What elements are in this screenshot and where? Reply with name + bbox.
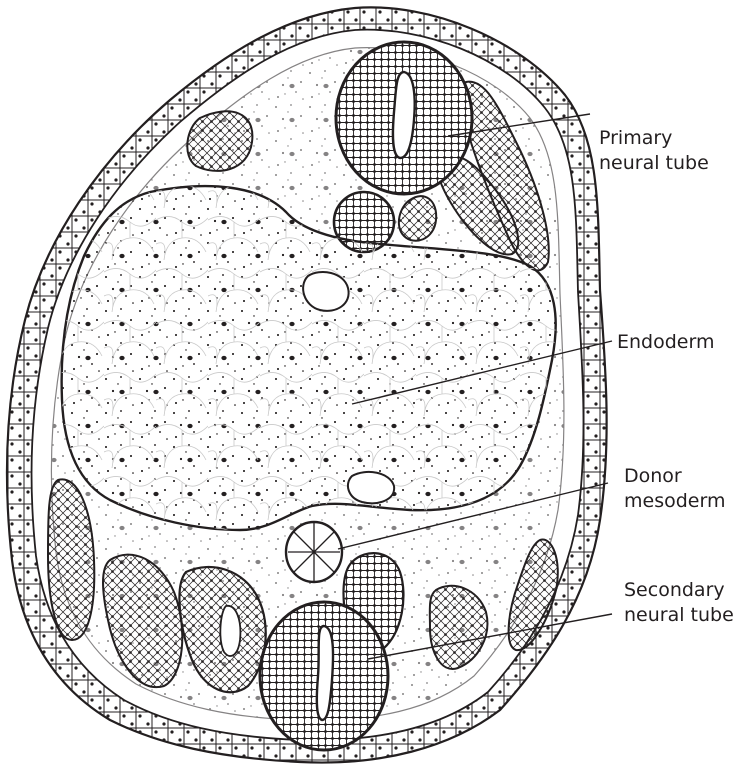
secondary-neural-tube-label-line1: Secondary <box>624 578 734 603</box>
endoderm-label: Endoderm <box>617 330 714 355</box>
donor-mesoderm-label: Donor mesoderm <box>624 464 725 514</box>
donor-mesoderm-label-line1: Donor <box>624 464 725 489</box>
left-upper-somite <box>187 111 252 171</box>
endoderm-label-line1: Endoderm <box>617 330 714 355</box>
primary-neural-tube-label-line1: Primary <box>599 126 709 151</box>
endoderm-lower-cavity <box>348 472 394 503</box>
primary-neural-tube-label-line2: neural tube <box>599 151 709 176</box>
endoderm-upper-cavity <box>303 272 349 311</box>
secondary-neural-tube-label: Secondary neural tube <box>624 578 734 628</box>
primary-neural-tube-label: Primary neural tube <box>599 126 709 176</box>
donor-mesoderm-label-line2: mesoderm <box>624 489 725 514</box>
left-ventral-cavity <box>220 606 240 656</box>
secondary-neural-tube-label-line2: neural tube <box>624 603 734 628</box>
